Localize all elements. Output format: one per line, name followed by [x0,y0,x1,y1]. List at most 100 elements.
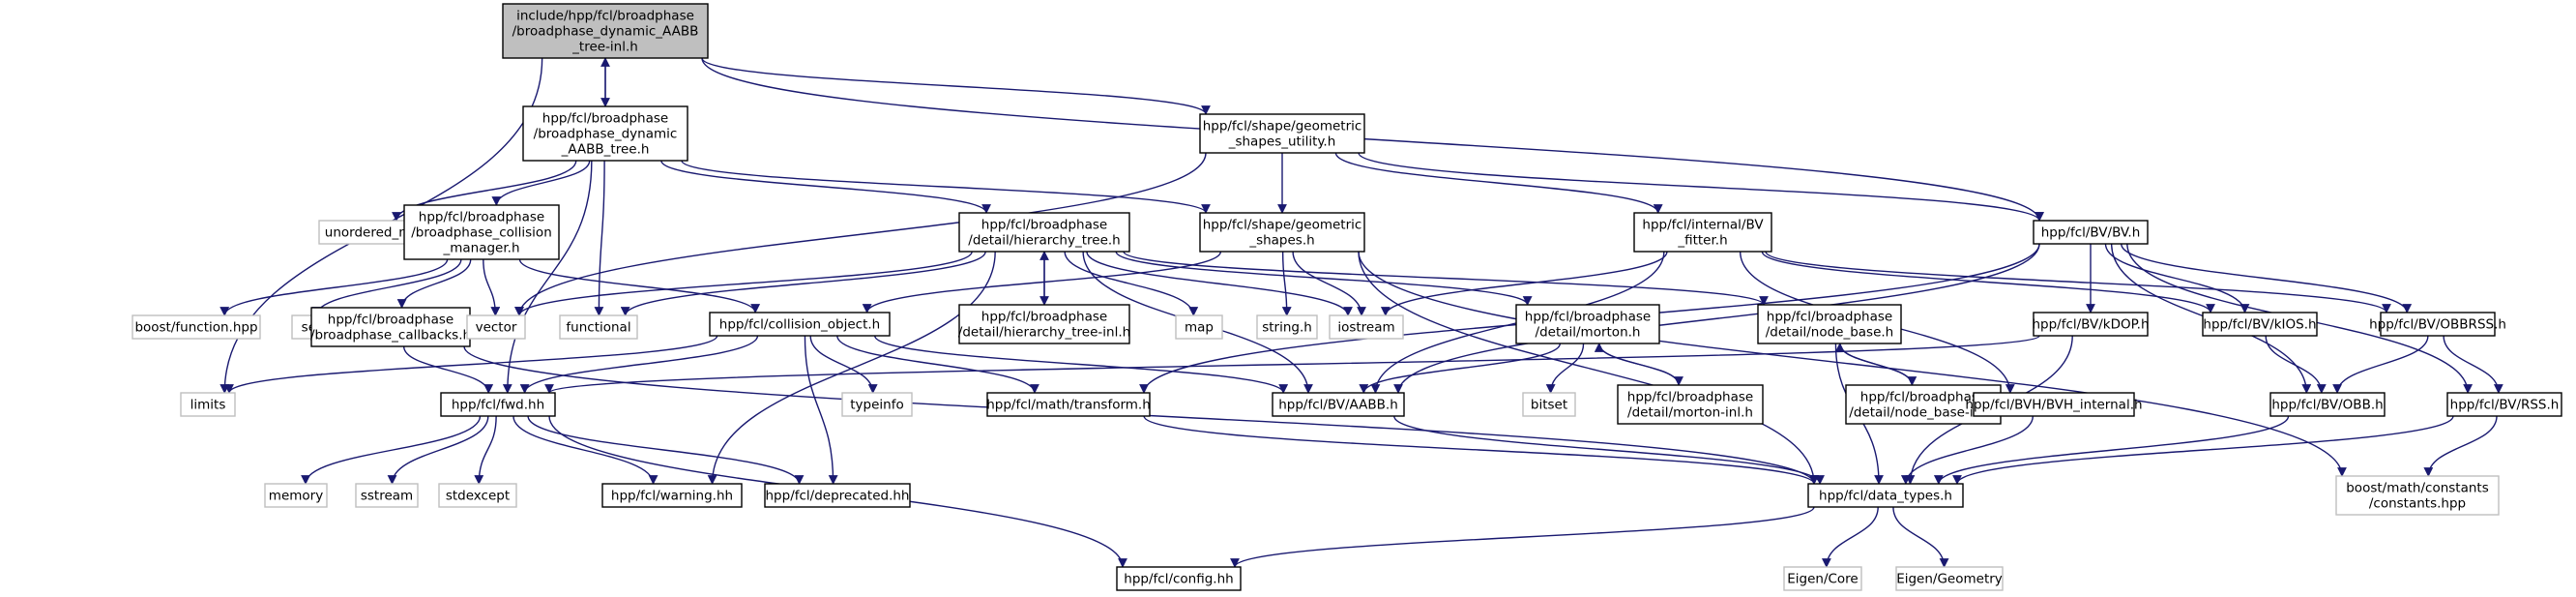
node-kdop[interactable]: hpp/fcl/BV/kDOP.h [2032,312,2150,337]
node-label: iostream [1337,320,1394,336]
edge-rss-to-data_types [1952,415,2454,485]
edge-bv-to-obbrss [2121,243,2413,313]
node-iostream: iostream [1329,314,1404,340]
node-fwd[interactable]: hpp/fcl/fwd.hh [440,392,556,417]
node-obb[interactable]: hpp/fcl/BV/OBB.h [2269,392,2386,417]
edge-dyn_tree-to-coll_mgr [491,160,591,206]
node-box [2202,312,2318,337]
edge-hier_tree-to-vector [514,251,973,316]
node-geom_shapes[interactable]: hpp/fcl/shape/geometric_shapes.h [1199,212,1365,253]
node-rss[interactable]: hpp/fcl/BV/RSS.h [2446,392,2562,417]
node-label: /detail/hierarchy_tree.h [968,233,1120,249]
edge-geom_shapes-to-string_h [1281,251,1292,316]
node-hier_tree_inl[interactable]: hpp/fcl/broadphase/detail/hierarchy_tree… [958,304,1130,344]
node-warning[interactable]: hpp/fcl/warning.hh [601,483,743,508]
edge-fwd-to-deprecated [527,415,805,485]
edge-coll_mgr-to-coll_obj [518,258,760,313]
node-obbrss[interactable]: hpp/fcl/BV/OBBRSS.h [2369,312,2506,337]
node-bv_fitter[interactable]: hpp/fcl/internal/BV_fitter.h [1633,212,1772,253]
node-label: bitset [1531,398,1567,413]
node-label: hpp/fcl/broadphase [328,313,454,328]
node-box [601,483,743,508]
edge-morton_inl-to-morton [1594,343,1680,386]
edge-coll_obj-to-fwd [519,335,759,394]
node-aabb[interactable]: hpp/fcl/BV/AABB.h [1272,392,1405,417]
node-geom_util[interactable]: hpp/fcl/shape/geometric_shapes_utility.h [1199,113,1365,154]
edge-node_base_inl-to-node_base [1834,343,1914,386]
node-label: hpp/fcl/shape/geometric [1203,218,1362,233]
node-label: hpp/fcl/config.hh [1124,572,1233,587]
node-label: hpp/fcl/BV/kDOP.h [2032,317,2149,333]
node-box [466,314,526,340]
node-hier_tree[interactable]: hpp/fcl/broadphase/detail/hierarchy_tree… [958,212,1130,253]
node-dyn_tree[interactable]: hpp/fcl/broadphase/broadphase_dynamic_AA… [522,105,688,162]
node-box [438,483,517,508]
node-box [559,314,638,340]
node-label: hpp/fcl/fwd.hh [452,398,544,413]
node-eigen_core: Eigen/Core [1783,566,1862,591]
node-label: hpp/fcl/BV/RSS.h [2450,398,2560,413]
node-box [1116,566,1242,591]
node-label: /detail/morton-inl.h [1627,405,1753,421]
edge-dyn_tree-to-fwd [502,160,593,394]
node-box [1973,392,2135,417]
node-deprecated[interactable]: hpp/fcl/deprecated.hh [764,483,911,508]
edge-aabb-to-data_types [1393,415,1825,485]
edge-fwd-to-memory [301,415,482,485]
node-label: hpp/fcl/warning.hh [611,489,733,504]
node-memory: memory [264,483,328,508]
node-label: vector [476,320,517,336]
edge-coll_obj-to-typeinfo [809,335,878,394]
node-label: hpp/fcl/collision_object.h [719,317,880,333]
node-layer: include/hpp/fcl/broadphase/broadphase_dy… [132,3,2562,591]
node-box [502,3,709,59]
node-morton_inl[interactable]: hpp/fcl/broadphase/detail/morton-inl.h [1617,384,1764,425]
node-box [355,483,419,508]
edge-data_types-to-eigen_core [1822,506,1879,568]
node-box [958,304,1130,344]
node-label: hpp/fcl/broadphase [981,218,1107,233]
node-label: boost/math/constants [2346,481,2489,496]
node-kios[interactable]: hpp/fcl/BV/kIOS.h [2202,312,2318,337]
node-label: /detail/hierarchy_tree-inl.h [958,325,1130,341]
node-coll_obj[interactable]: hpp/fcl/collision_object.h [709,312,891,337]
edge-hier_tree-to-warning [707,251,996,485]
node-box [310,307,471,347]
node-string_h: string.h [1256,314,1318,340]
node-coll_mgr[interactable]: hpp/fcl/broadphase/broadphase_collision_… [403,204,560,260]
edge-data_types-to-config [1230,506,1815,568]
edge-morton-to-bitset [1545,343,1585,394]
edge-fwd-to-sstream [387,415,489,485]
node-box [958,212,1130,253]
node-label: /broadphase_callbacks.h [310,328,471,343]
edge-obb-to-data_types [1934,415,2290,485]
node-morton[interactable]: hpp/fcl/broadphase/detail/morton.h [1515,304,1660,344]
node-bvh_internal[interactable]: hpp/fcl/BVH/BVH_internal.h [1965,392,2143,417]
node-box [440,392,556,417]
node-typeinfo: typeinfo [841,392,913,417]
node-label: hpp/fcl/broadphase [1627,390,1753,405]
node-box [522,105,688,162]
node-root[interactable]: include/hpp/fcl/broadphase/broadphase_dy… [502,3,709,59]
node-box [403,204,560,260]
node-callbacks[interactable]: hpp/fcl/broadphase/broadphase_callbacks.… [310,307,471,347]
node-data_types[interactable]: hpp/fcl/data_types.h [1807,483,1964,508]
node-node_base[interactable]: hpp/fcl/broadphase/detail/node_base.h [1757,304,1902,344]
node-label: /detail/morton.h [1536,325,1641,341]
node-box [2446,392,2562,417]
node-label: unordered_map [325,225,427,241]
node-box [2335,475,2500,516]
edge-geom_util-to-bv_fitter [1334,152,1663,214]
node-box [2269,392,2386,417]
edge-hier_tree-to-iostream [1086,251,1353,316]
node-label: hpp/fcl/broadphase [981,310,1107,325]
node-config[interactable]: hpp/fcl/config.hh [1116,566,1242,591]
node-box [1783,566,1862,591]
node-label: functional [566,320,630,336]
node-transform[interactable]: hpp/fcl/math/transform.h [986,392,1151,417]
node-label: _AABB_tree.h [561,142,650,158]
node-bv[interactable]: hpp/fcl/BV/BV.h [2033,220,2149,245]
node-box [1522,392,1576,417]
node-box [1199,212,1365,253]
